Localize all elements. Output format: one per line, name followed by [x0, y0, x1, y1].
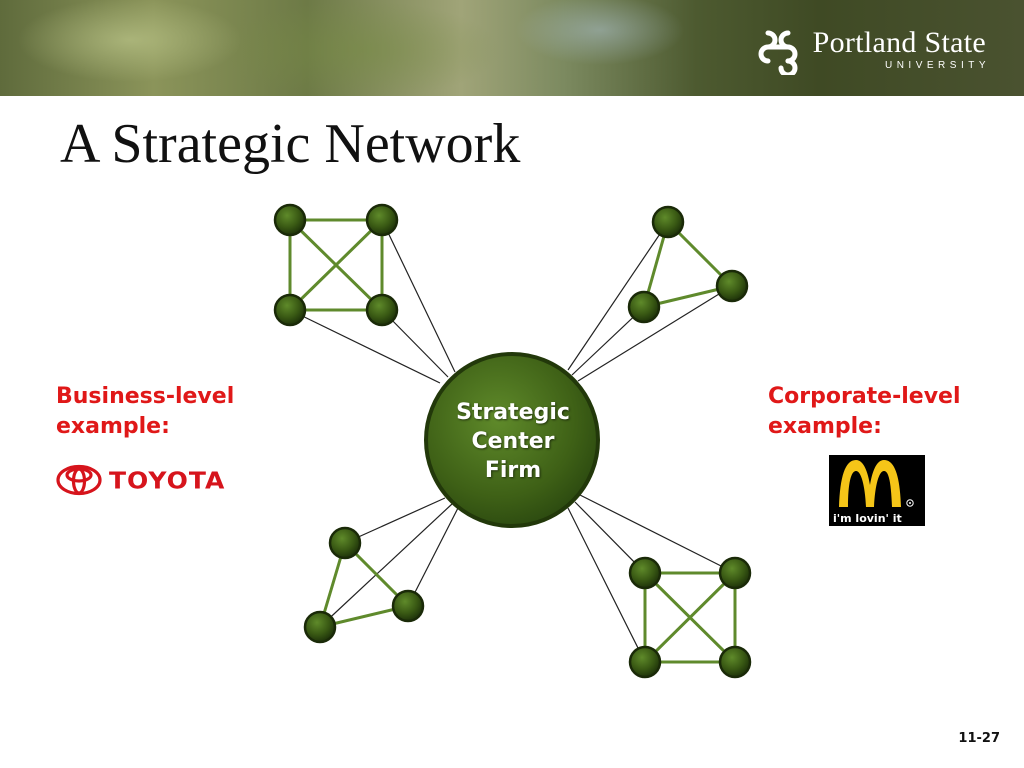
partner-node[interactable] [391, 589, 425, 623]
center-label-line: Firm [484, 458, 542, 483]
connector [344, 497, 446, 544]
strategic-center-firm-label: Strategic Center Firm [430, 398, 596, 485]
corporate-label-line: Corporate-level [768, 384, 961, 409]
connector [579, 494, 736, 574]
connector [567, 221, 669, 371]
connector [381, 219, 456, 373]
center-connectors [289, 219, 736, 663]
connector [574, 501, 646, 574]
partner-node[interactable] [303, 610, 337, 644]
partner-node[interactable] [365, 203, 399, 237]
partner-node[interactable] [715, 269, 749, 303]
corporate-level-label: Corporate-level example: [768, 382, 1008, 442]
partner-node[interactable] [651, 205, 685, 239]
slide-number: 11-27 [958, 731, 1000, 746]
psu-emblem-icon [758, 30, 798, 75]
partner-node[interactable] [273, 293, 307, 327]
cluster-link [288, 218, 384, 312]
header-banner: Portland State UNIVERSITY [0, 0, 1024, 96]
university-subtitle: UNIVERSITY [884, 60, 990, 71]
center-label-line: Center [471, 429, 555, 454]
partner-node[interactable] [273, 203, 307, 237]
toyota-wordmark: TOYOTA [109, 466, 226, 494]
partner-node[interactable] [328, 526, 362, 560]
university-name: Portland State [812, 26, 986, 59]
cluster-link [643, 571, 737, 664]
center-label-line: Strategic [456, 400, 570, 425]
connector [407, 507, 459, 607]
partner-nodes [273, 203, 752, 679]
university-logo[interactable]: Portland State UNIVERSITY [753, 24, 986, 76]
partner-node[interactable] [365, 293, 399, 327]
business-label-line: example: [56, 414, 170, 439]
mcdonalds-tagline: i'm lovin' it [833, 512, 902, 525]
business-label-line: Business-level [56, 384, 235, 409]
connector [571, 306, 645, 376]
partner-node[interactable] [718, 645, 752, 679]
partner-node[interactable] [718, 556, 752, 590]
connector [567, 507, 646, 663]
partner-node[interactable] [628, 645, 662, 679]
partner-node[interactable] [628, 556, 662, 590]
golden-arches-icon [839, 460, 914, 507]
corporate-label-line: example: [768, 414, 882, 439]
toyota-emblem-icon [56, 464, 102, 496]
connector [289, 309, 441, 384]
connector [577, 285, 733, 382]
mcdonalds-logo[interactable]: i'm lovin' it [829, 455, 925, 526]
connector [319, 503, 453, 628]
slide-title: A Strategic Network [60, 113, 521, 175]
university-wordmark: Portland State UNIVERSITY [813, 27, 986, 73]
business-level-label: Business-level example: [56, 382, 286, 442]
partner-node[interactable] [627, 290, 661, 324]
toyota-logo[interactable]: TOYOTA [55, 464, 225, 496]
strategic-center-firm-node[interactable] [424, 352, 600, 528]
